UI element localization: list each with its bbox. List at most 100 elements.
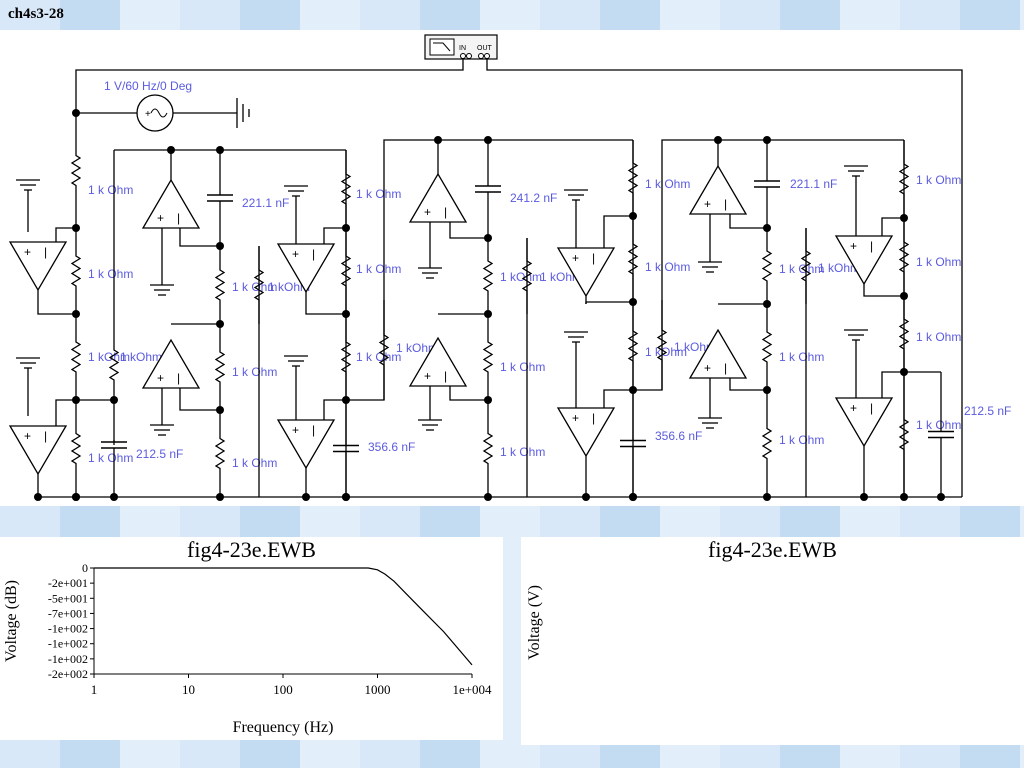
junction-dot — [629, 493, 637, 501]
op-amp-plus: + — [424, 205, 431, 219]
resistor — [898, 218, 910, 296]
resistor — [800, 228, 812, 304]
op-amp — [688, 164, 748, 215]
op-amp-plus: + — [572, 251, 579, 265]
wire — [863, 292, 904, 297]
junction-dot — [937, 493, 945, 501]
junction-dot — [763, 493, 771, 501]
op-amp-plus: + — [24, 429, 31, 443]
junction-dot — [110, 493, 118, 501]
op-amp-plus: + — [704, 197, 711, 211]
op-amp — [141, 178, 201, 229]
op-amp-minus: | — [177, 371, 180, 385]
component-label: 1 kOhm — [818, 261, 860, 275]
wire — [603, 215, 633, 248]
op-amp — [688, 328, 748, 379]
component-label: 212.5 nF — [964, 404, 1011, 418]
resistor — [70, 400, 82, 497]
op-amp-minus: | — [592, 251, 595, 265]
component-label: 1 k Ohm — [916, 418, 961, 432]
plotter-in-label: IN — [459, 45, 466, 52]
ac-source — [136, 94, 174, 132]
op-amp-minus: | — [44, 245, 47, 259]
y-tick-label: -2e+002 — [48, 667, 88, 681]
op-amp-minus: | — [444, 369, 447, 383]
chart-title: fig4-23e.EWB — [187, 537, 316, 562]
wire — [449, 222, 488, 239]
component-label: 1 k Ohm — [88, 183, 133, 197]
resistor — [253, 246, 265, 324]
wire — [179, 228, 220, 247]
wire — [346, 139, 633, 401]
wire — [179, 388, 220, 411]
op-amp — [141, 338, 201, 389]
component-label: 1 k Ohm — [500, 360, 545, 374]
junction-dot — [72, 493, 80, 501]
op-amp-plus: + — [850, 239, 857, 253]
op-amp-plus: + — [572, 411, 579, 425]
wire — [323, 227, 346, 244]
wire — [729, 378, 767, 391]
component-label: 1 k Ohm — [916, 255, 961, 269]
resistor — [656, 300, 668, 390]
resistor — [627, 140, 639, 216]
junction-dot — [216, 493, 224, 501]
junction-dot — [342, 493, 350, 501]
op-amp-minus: | — [724, 361, 727, 375]
component-label: 1 kOhm — [120, 350, 162, 364]
op-amp — [408, 172, 468, 223]
wire — [585, 301, 633, 304]
junction-dot — [582, 493, 590, 501]
component-label: 1 k Ohm — [779, 350, 824, 364]
wire — [55, 399, 114, 426]
component-label: 1 V/60 Hz/0 Deg — [104, 79, 192, 93]
component-label: 1 kOhm — [268, 280, 310, 294]
x-tick-label: 100 — [273, 682, 293, 697]
op-amp-minus: | — [312, 247, 315, 261]
op-amp — [556, 247, 616, 298]
source-sine — [150, 108, 168, 118]
component-label: 212.5 nF — [136, 447, 183, 461]
op-amp-plus: + — [24, 245, 31, 259]
resistor — [214, 324, 226, 410]
x-tick-label: 1e+004 — [452, 682, 492, 697]
resistor — [482, 314, 494, 400]
op-amp-minus: | — [44, 429, 47, 443]
resistor — [70, 113, 82, 228]
component-label: 241.2 nF — [510, 191, 557, 205]
op-amp — [276, 243, 336, 294]
component-label: 1 kOhm — [540, 270, 582, 284]
op-amp-minus: | — [444, 205, 447, 219]
wire — [729, 214, 767, 229]
op-amp-minus: | — [870, 401, 873, 415]
x-axis-label: Frequency (Hz) — [233, 719, 334, 736]
component-label: 356.6 nF — [368, 440, 415, 454]
component-label: 1 k Ohm — [916, 330, 961, 344]
resistor — [482, 238, 494, 314]
plotter-screen-trace — [433, 42, 451, 52]
component-label: 1 kOhm — [500, 270, 542, 284]
wire — [55, 227, 76, 242]
wire — [75, 59, 464, 113]
resistor — [108, 330, 120, 400]
op-amp-plus: + — [292, 247, 299, 261]
wire — [305, 300, 346, 315]
source-plus: + — [145, 109, 151, 120]
plotter-out-label: OUT — [477, 45, 493, 52]
wire — [449, 386, 488, 401]
x-tick-label: 10 — [182, 682, 195, 697]
component-label: 221.1 nF — [790, 177, 837, 191]
plotter-terminal — [478, 53, 484, 59]
op-amp-plus: + — [292, 423, 299, 437]
resistor — [898, 296, 910, 372]
component-label: 1 k Ohm — [88, 451, 133, 465]
resistor — [761, 304, 773, 390]
resistor — [340, 150, 352, 228]
op-amp-plus: + — [704, 361, 711, 375]
op-amp-plus: + — [157, 371, 164, 385]
x-tick-label: 1 — [91, 682, 98, 697]
wire — [323, 399, 346, 420]
x-tick-label: 1000 — [365, 682, 391, 697]
y-tick-label: -1e+002 — [48, 637, 88, 651]
resistor — [761, 390, 773, 497]
